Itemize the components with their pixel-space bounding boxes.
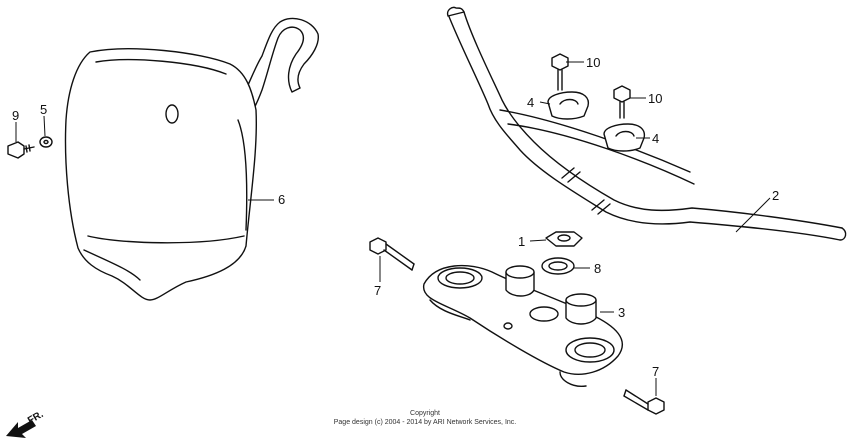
stem-nut[interactable]	[545, 231, 583, 247]
callout-10: 10	[586, 55, 600, 70]
callout-7: 7	[652, 364, 659, 379]
washer-ring[interactable]	[541, 257, 575, 275]
top-bridge[interactable]	[423, 264, 623, 387]
washer[interactable]	[39, 136, 53, 148]
callout-7: 7	[374, 283, 381, 298]
leader-lines	[15, 61, 771, 396]
handlebar-holder-upper-right[interactable]	[603, 123, 646, 152]
direction-label: FR.	[26, 409, 46, 427]
callout-6: 6	[278, 192, 285, 207]
callout-4: 4	[652, 131, 659, 146]
callout-4: 4	[527, 95, 534, 110]
pinch-bolt-right[interactable]	[623, 389, 665, 415]
handlebar[interactable]	[446, 6, 847, 241]
callout-3: 3	[618, 305, 625, 320]
callout-9: 9	[12, 108, 19, 123]
copyright-line-2: Page design (c) 2004 - 2014 by ARI Netwo…	[334, 419, 517, 426]
screw[interactable]	[7, 141, 35, 159]
callout-2: 2	[772, 188, 779, 203]
number-plate[interactable]	[64, 17, 319, 301]
callout-1: 1	[518, 234, 525, 249]
handlebar-holder-upper-left[interactable]	[547, 91, 590, 120]
pinch-bolt-left[interactable]	[369, 237, 415, 271]
callout-5: 5	[40, 102, 47, 117]
callout-10: 10	[648, 91, 662, 106]
front-direction-arrow-icon: FR.	[6, 409, 46, 438]
copyright-line-1: Copyright	[410, 410, 440, 417]
handlebar-bolt-upper-right[interactable]	[613, 85, 631, 119]
handlebar-bolt-upper-left[interactable]	[551, 53, 569, 91]
callout-8: 8	[594, 261, 601, 276]
